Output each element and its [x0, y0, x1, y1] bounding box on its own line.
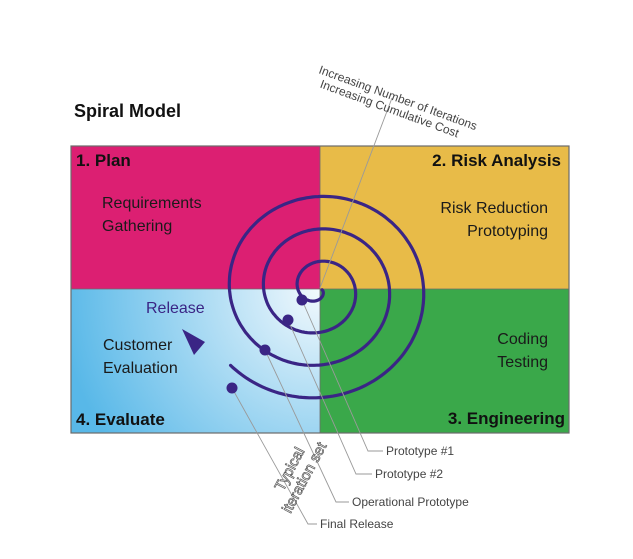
quadrant-risk-title: 2. Risk Analysis — [432, 151, 561, 170]
milestone-label-operational-prototype: Operational Prototype — [352, 495, 469, 509]
milestone-dot-operational-prototype — [259, 344, 271, 356]
evaluate-text-line-1: Customer — [103, 337, 173, 354]
milestone-pointers — [231, 299, 383, 525]
plan-text-line-2: Gathering — [102, 218, 172, 235]
quadrant-plan-title: 1. Plan — [76, 151, 131, 170]
milestone-label-prototype-1: Prototype #1 — [386, 444, 454, 458]
quadrant-engineering-title: 3. Engineering — [448, 409, 565, 428]
quadrant-evaluate — [71, 289, 320, 433]
pointer-prototype-2 — [287, 319, 372, 475]
milestone-label-prototype-2: Prototype #2 — [375, 467, 443, 481]
diagram-title: Spiral Model — [74, 101, 181, 121]
axis-annotation: Increasing Number of Iterations Increasi… — [317, 63, 479, 141]
pointer-final-release — [231, 387, 317, 525]
evaluate-text-line-2: Evaluation — [103, 360, 178, 377]
quadrant-engineering — [320, 289, 569, 433]
risk-text-line-1: Risk Reduction — [440, 200, 548, 217]
milestone-dot-prototype-2 — [282, 314, 294, 326]
quadrant-evaluate-title: 4. Evaluate — [76, 410, 165, 429]
quadrant-plan — [71, 146, 320, 289]
plan-text-line-1: Requirements — [102, 195, 202, 212]
milestone-dot-prototype-1 — [296, 294, 308, 306]
release-arrowhead — [182, 329, 205, 355]
pointer-operational-prototype — [264, 349, 349, 503]
engineering-text-line-1: Coding — [497, 331, 548, 348]
risk-text-line-2: Prototyping — [467, 223, 548, 240]
engineering-text-line-2: Testing — [497, 354, 548, 371]
axis-pointer-line — [319, 97, 393, 289]
release-label: Release — [146, 300, 205, 317]
iteration-set-label: Typical iteration set — [271, 438, 331, 516]
milestone-dot-final-release — [226, 382, 238, 394]
pointer-prototype-1 — [301, 299, 383, 452]
milestone-label-final-release: Final Release — [320, 517, 394, 531]
milestone-dots — [226, 294, 308, 394]
quadrant-risk-analysis — [320, 146, 569, 289]
spiral-line — [227, 194, 426, 400]
